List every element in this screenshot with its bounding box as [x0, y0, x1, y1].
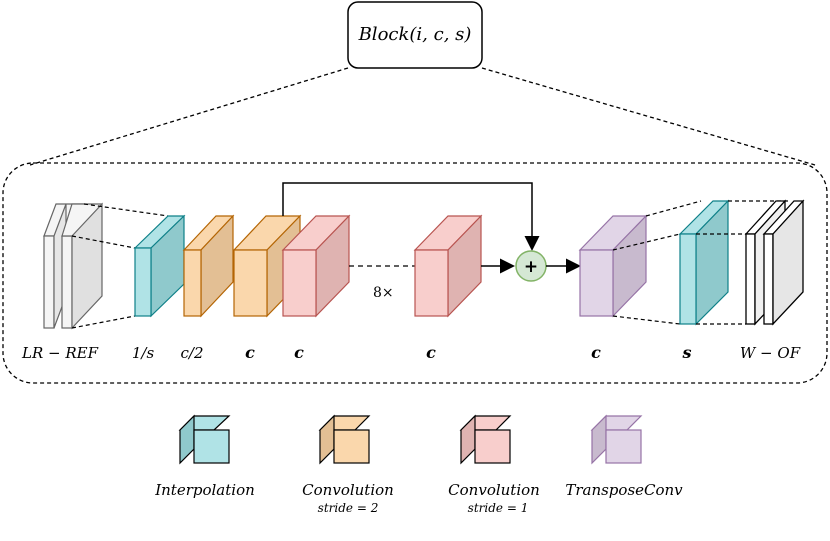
conv-s1-cube-1 [281, 214, 351, 318]
zoom-line-right [481, 67, 816, 166]
block-container [2, 162, 828, 384]
output-w-of-stack [744, 199, 805, 326]
label-w-of: W − OF [740, 344, 801, 362]
label-inv-s: 1/s [132, 344, 155, 362]
label-half-c: c/2 [181, 344, 204, 362]
block-title-box: Block(i, c, s) [347, 1, 483, 69]
repeat-label: 8× [373, 285, 394, 301]
label-c-3: c [426, 343, 436, 362]
legend-label-conv-s2: Convolution [302, 481, 394, 499]
conv-s1-cube-2 [413, 214, 483, 318]
label-c-1: c [245, 343, 255, 362]
legend-conv-s1-icon [459, 414, 512, 465]
skip-connection-arrow [282, 182, 540, 251]
zoom-line-left [29, 67, 349, 166]
label-s: s [681, 343, 691, 362]
block-title: Block(i, c, s) [358, 24, 472, 45]
legend-label-conv-s1: Convolution [448, 481, 540, 499]
legend: Interpolation Convolution stride = 2 Con… [154, 414, 683, 515]
conv-s2-cube-1 [182, 214, 235, 318]
legend-label-tconv: TransposeConv [565, 481, 683, 499]
plus-icon: + [524, 257, 538, 277]
tconv-cube [578, 214, 648, 318]
interp-cube-1 [133, 214, 186, 318]
input-lr-ref-stack [43, 202, 103, 330]
legend-tconv-icon [590, 414, 643, 465]
label-c-2: c [294, 343, 304, 362]
legend-interpolation-icon [178, 414, 231, 465]
label-lr-ref: LR − REF [21, 344, 99, 362]
add-node: + [515, 250, 547, 282]
legend-conv-s2-icon [318, 414, 371, 465]
label-c-4: c [591, 343, 601, 362]
legend-sub-conv-s1: stride = 1 [468, 501, 529, 515]
legend-label-interpolation: Interpolation [154, 481, 255, 499]
interp-cube-2 [678, 199, 730, 326]
legend-sub-conv-s2: stride = 2 [318, 501, 379, 515]
